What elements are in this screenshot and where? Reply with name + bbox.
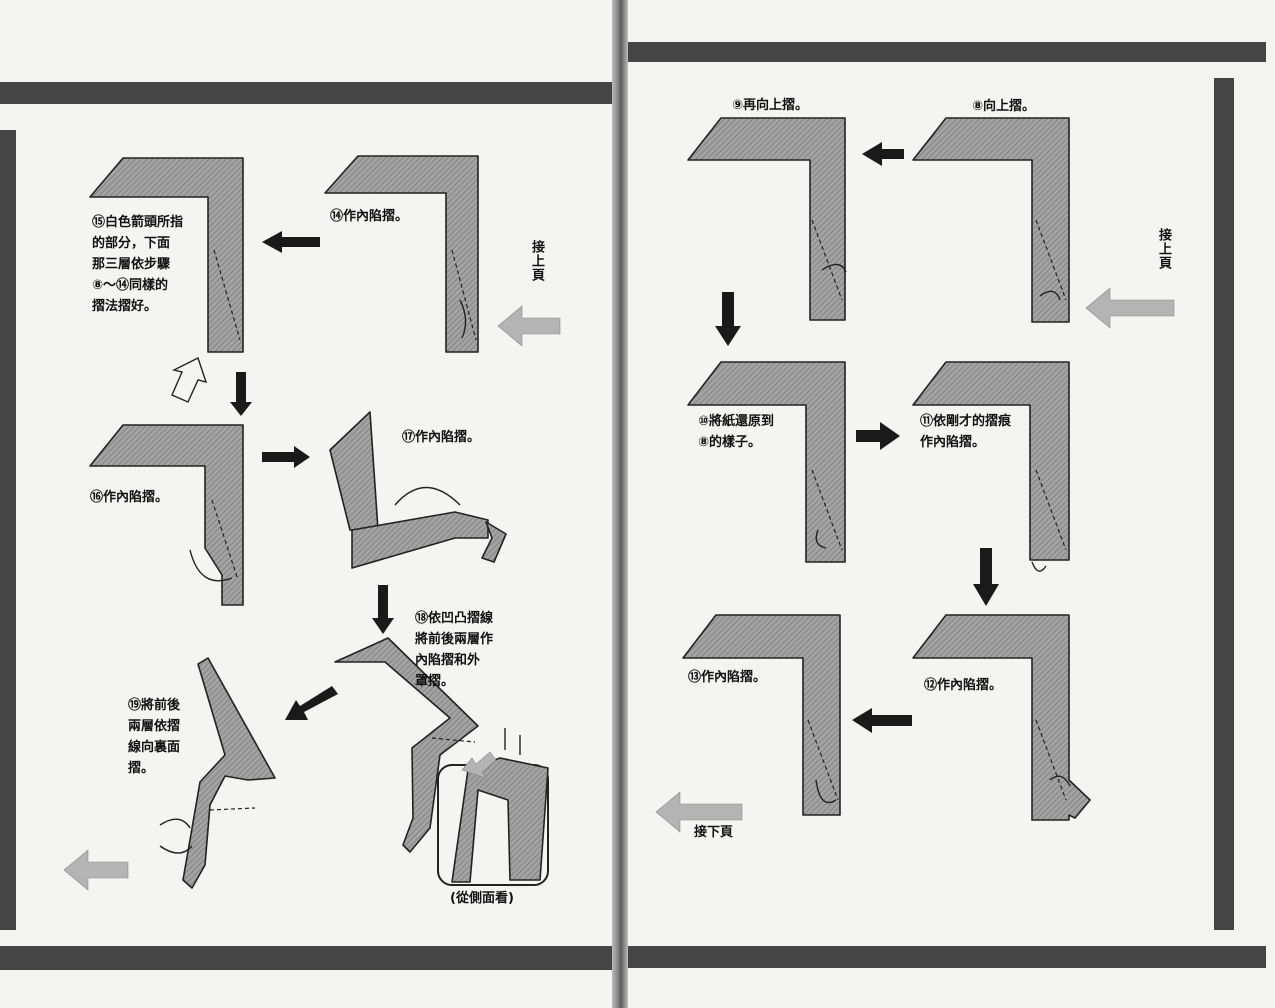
diagram-step-13 [682, 614, 841, 816]
diagram-step-16 [89, 424, 244, 606]
step-17-label: ⑰作內陷摺。 [402, 430, 481, 445]
diagram-step-17-back [329, 411, 379, 531]
right-footer-band [628, 946, 1266, 968]
gray-arrow-side-view [461, 751, 497, 779]
step-8-label: ⑧向上摺。 [972, 99, 1036, 114]
diagram-step-9 [687, 117, 846, 321]
continue-prev-right: 接上頁 [1156, 228, 1171, 270]
left-header-band [0, 82, 612, 104]
step-11-label: ⑪依剛才的摺痕 作內陷摺。 [920, 414, 1012, 450]
gray-arrow-to-next-right [655, 791, 743, 833]
gray-arrow-from-prev-right [1085, 287, 1175, 329]
left-side-band [0, 130, 16, 930]
right-page [624, 0, 1275, 1008]
arrow-18-to-19 [285, 686, 338, 720]
continue-next-right: 接下頁 [694, 825, 734, 840]
diagram-step-19 [182, 657, 276, 889]
arrow-10-to-11 [856, 422, 900, 450]
diagram-step-10 [687, 361, 846, 563]
diagram-step-18 [334, 637, 479, 853]
side-view-label: (從側面看) [450, 891, 514, 906]
step-19-label: ⑲將前後 兩層依摺 線向裏面 摺。 [128, 698, 181, 776]
arrow-14-to-15 [262, 231, 320, 253]
arrow-8-to-9 [862, 142, 904, 166]
diagram-step-17-base [351, 511, 489, 569]
step-13-label: ⑬作內陷摺。 [688, 670, 767, 685]
step-16-label: ⑯作內陷摺。 [90, 490, 169, 505]
diagram-step-14 [324, 155, 479, 353]
white-arrow-step-15 [171, 357, 208, 403]
right-header-band [628, 42, 1266, 62]
diagram-step-11 [912, 361, 1070, 561]
diagram-step-12 [912, 614, 1091, 821]
arrow-9-to-10 [715, 292, 741, 346]
diagram-step-17-tip [481, 521, 507, 563]
arrow-15-to-16 [230, 372, 252, 416]
side-view-figure [451, 757, 549, 883]
diagram-step-15 [89, 157, 244, 353]
gray-arrow-from-prev-left [497, 305, 561, 347]
arrow-17-to-18 [372, 585, 394, 634]
step-14-label: ⑭作內陷摺。 [330, 209, 409, 224]
right-side-band [1214, 78, 1234, 930]
step-18-label: ⑱依凹凸摺線 將前後兩層作 內陷摺和外 罩摺。 [415, 611, 494, 689]
step-9-label: ⑨再向上摺。 [732, 98, 809, 113]
step-12-label: ⑫作內陷摺。 [924, 678, 1003, 693]
left-footer-band [0, 946, 612, 970]
book-gutter [612, 0, 628, 1008]
step-15-label: ⑮白色箭頭所指 的部分，下面 那三層依步驟 ⑧～⑭同樣的 摺法摺好。 [92, 215, 184, 314]
gray-arrow-to-next-left [63, 849, 129, 891]
continue-prev-left: 接上頁 [529, 240, 544, 282]
arrow-16-to-17 [262, 446, 310, 468]
diagram-step-8 [912, 117, 1070, 323]
arrow-12-to-13 [852, 708, 912, 733]
arrow-11-to-12 [973, 548, 999, 606]
step-10-label: ⑩將紙還原到 ⑧的樣子。 [698, 414, 775, 450]
